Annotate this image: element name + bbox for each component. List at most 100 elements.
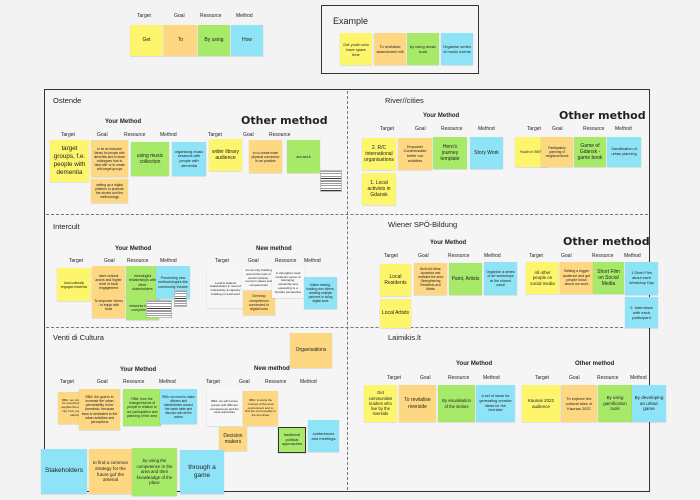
wiener-header-other-resource: Resource <box>592 253 614 259</box>
laimikis-other-goal-note[interactable]: To explore the cultural sites of Kaunas … <box>561 385 597 422</box>
ostende-resource-note[interactable]: using music collection <box>131 142 169 176</box>
laimikis-other-resource-note[interactable]: By using gamification tools <box>598 385 632 422</box>
laimikis-header-other-resource: Resource <box>597 375 619 381</box>
venti-goal-note[interactable]: RBA: the goal is to increase the urban p… <box>79 389 120 430</box>
venti-new-target-note[interactable]: RBA: we will involve people with differe… <box>207 389 242 426</box>
intercult-new-method-note[interactable]: Maker making, hosting over others, creat… <box>304 277 337 309</box>
ostende-printed-sheet <box>320 170 342 192</box>
intercult-header-goal: Goal <box>104 258 115 264</box>
venti-header-new-target: Target <box>206 379 220 385</box>
example-note-target[interactable]: Get youth who have spare time <box>340 33 372 65</box>
bottom-resource-note[interactable]: by using the competence in the area and … <box>132 448 177 496</box>
section-title-intercult: Intercult <box>53 222 80 231</box>
river-other-goal-note[interactable]: Participatory planning of neighbourhoods <box>541 137 573 167</box>
legend-note-goal[interactable]: To <box>164 25 197 56</box>
ostende-header-target: Target <box>61 132 75 138</box>
river-other-method-note[interactable]: Gamification of urban planning <box>607 137 641 167</box>
legend-note-target[interactable]: Get <box>130 25 163 56</box>
river-other-resource-note[interactable]: Game of Gdansk - game book <box>574 137 606 167</box>
intercult-header-resource: Resource <box>127 258 149 264</box>
intercult-printed-sheet-1 <box>174 290 187 307</box>
laimikis-other-method-note[interactable]: By developing an urban game <box>632 385 666 422</box>
laimikis-target-note[interactable]: Get communities leaders who live by the … <box>364 385 397 422</box>
venti-header-new-method: Method <box>300 379 317 385</box>
wiener-method-note[interactable]: Organise a series of art workshops at th… <box>484 262 517 295</box>
wiener-other-goal-note[interactable]: Getting a bigger audience and get people… <box>560 262 593 294</box>
venti-your-method: Your Method <box>120 367 157 373</box>
river-target-note-2[interactable]: 1. Local activists in Gdansk <box>362 173 396 205</box>
wiener-header-goal: Goal <box>418 253 429 259</box>
intercult-goal-note-2[interactable]: To empower others - to equip with tools <box>92 292 125 318</box>
wiener-other-resource-note[interactable]: Short Film on Social Media <box>593 262 624 294</box>
river-goal-note[interactable]: Empower Contextualize better our activit… <box>398 138 432 170</box>
ostende-other-method: Other method <box>241 114 328 127</box>
bottom-goal-note[interactable]: to find a common strategy for the future… <box>89 449 132 494</box>
intercult-new-goal-note-1[interactable]: Community building around the topic of s… <box>242 267 275 290</box>
ostende-method-note[interactable]: organising music sessions with people wi… <box>172 142 206 176</box>
ostende-other-resource-note[interactable]: art-work <box>287 140 320 173</box>
example-note-goal[interactable]: To revitalize abandoned mill <box>374 33 406 65</box>
ostende-target-note[interactable]: target groups, f.e. people with dementia <box>50 140 89 182</box>
river-header-other-method: Method <box>615 126 632 132</box>
river-resource-note[interactable]: Hero's journey template <box>433 137 467 169</box>
intercult-header-new-goal: Goal <box>248 258 259 264</box>
wiener-other-method: Other method <box>563 235 650 248</box>
intercult-header-target: Target <box>69 258 83 264</box>
venti-resource-note[interactable]: RBA: from the change/visions of people i… <box>123 389 161 426</box>
laimikis-goal-note[interactable]: To revitalise riverside <box>399 385 436 422</box>
wiener-goal-note[interactable]: Build Art-Wear dynamics and revitalize t… <box>414 263 447 295</box>
intercult-new-goal-note-2[interactable]: Develop competence connected to digital … <box>243 291 275 315</box>
intercult-new-target-note[interactable]: Local & Gdansk stakeholders in need of i… <box>207 270 244 308</box>
venti-method-note[interactable]: RBA: we need to make citizens and stakeh… <box>160 389 197 424</box>
ostende-other-goal-note[interactable]: to co-create when physical connection is… <box>249 140 282 173</box>
wiener-header-other-target: Target <box>529 253 543 259</box>
ostende-goal-note-1[interactable]: to be an inclusive library for people wi… <box>91 140 128 177</box>
intercult-target-note[interactable]: local culturally engaged residents <box>57 268 91 301</box>
wiener-other-method-note-1[interactable]: 1.Short Film about each Workshop Day <box>625 262 658 295</box>
venti-new-resource-note-2[interactable]: traditional political approaches <box>278 427 306 453</box>
venti-new-goal-note[interactable]: RBA: to know the concept of the local en… <box>243 391 278 426</box>
intercult-resource-note-1[interactable]: meaningful relationships with other stak… <box>126 266 159 299</box>
river-header-method: Method <box>478 126 495 132</box>
laimikis-header-other-target: Target <box>535 375 549 381</box>
laimikis-header-target: Target <box>387 375 401 381</box>
legend-header-method: Method <box>236 13 253 19</box>
wiener-other-method-note-2[interactable]: 2. Interviews with each participant <box>625 297 658 328</box>
venti-header-goal: Goal <box>97 379 108 385</box>
section-title-wiener: Wiener SPÖ-Bildung <box>388 220 458 229</box>
wiener-header-other-goal: Goal <box>561 253 572 259</box>
venti-header-new-resource: Resource <box>265 379 287 385</box>
wiener-target-note-1[interactable]: Local Residents <box>380 264 411 296</box>
section-title-river-cities: River//cities <box>385 96 424 105</box>
bottom-stakeholders-note[interactable]: Stakeholders <box>41 449 87 494</box>
river-header-target: Target <box>380 126 394 132</box>
wiener-other-target-note[interactable]: All other people on social media <box>526 262 559 294</box>
wiener-resource-note[interactable]: Paint, Artists <box>449 263 482 295</box>
river-target-note-1[interactable]: 2. R/C international organisations <box>362 138 396 170</box>
ostende-header-resource: Resource <box>124 132 146 138</box>
wiener-your-method: Your Method <box>430 240 467 246</box>
ostende-header-other-resource: Resource <box>269 132 291 138</box>
intercult-header-new-resource: Resource <box>275 258 297 264</box>
river-method-note[interactable]: Story Work <box>470 137 503 169</box>
ostende-header-method: Method <box>160 132 177 138</box>
river-header-other-resource: Resource <box>583 126 605 132</box>
ostende-goal-note-2[interactable]: setting up a digital platform to promote… <box>91 179 128 203</box>
venti-new-resource-note-1[interactable]: Decision makers <box>219 427 247 451</box>
ostende-other-target-note[interactable]: wider library audience <box>209 139 242 171</box>
legend-header-target: Target <box>137 13 151 19</box>
bottom-method-note[interactable]: through a game <box>180 450 224 494</box>
venti-organisations-note[interactable]: Organisations <box>290 333 332 368</box>
example-note-resource[interactable]: by using music boat <box>407 33 439 65</box>
venti-new-method-note[interactable]: conferences and meetings <box>308 420 339 452</box>
ostende-header-goal: Goal <box>97 132 108 138</box>
laimikis-resource-note[interactable]: By visualisation of the stories <box>438 385 475 422</box>
legend-note-method[interactable]: How <box>231 25 263 56</box>
laimikis-method-note[interactable]: A set of ideas for generating creative i… <box>476 385 515 422</box>
intercult-new-resource-note[interactable]: to strengthen local residents' sense of … <box>272 268 304 298</box>
example-note-method[interactable]: Organise series of music events <box>441 33 473 65</box>
legend-header-resource: Resource <box>200 13 222 19</box>
wiener-target-note-2[interactable]: Local Artists <box>380 299 411 328</box>
legend-note-resource[interactable]: By using <box>198 25 230 56</box>
laimikis-other-target-note[interactable]: Kaunas 2022 audience <box>522 385 560 422</box>
